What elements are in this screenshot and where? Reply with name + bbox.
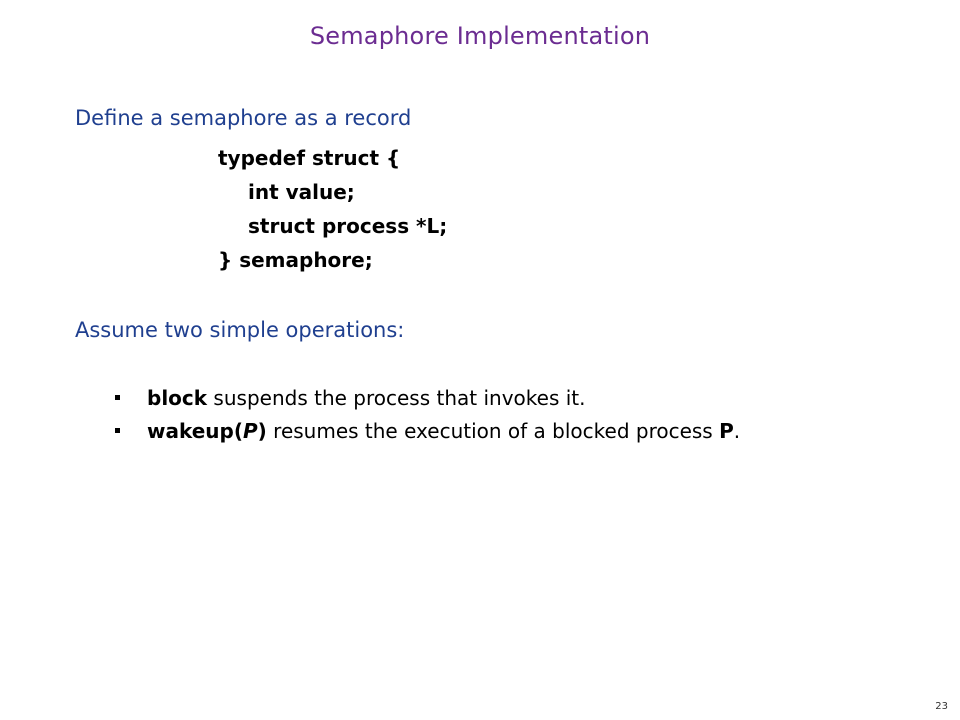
term-wakeup-close: ) [257, 419, 267, 443]
code-line-2: int value; [248, 180, 355, 204]
page-number: 23 [935, 701, 948, 712]
term-wakeup-arg: P [243, 419, 258, 443]
bullet-square-icon [115, 395, 120, 400]
bullet-item-block: block suspends the process that invokes … [115, 386, 585, 410]
bullet-item-wakeup: wakeup(P) resumes the execution of a blo… [115, 419, 740, 443]
slide-title: Semaphore Implementation [309, 22, 651, 50]
term-wakeup: wakeup( [147, 419, 243, 443]
code-line-3: struct process *L; [248, 214, 448, 238]
term-block: block [147, 386, 208, 410]
bullet-text: suspends the process that invokes it. [207, 386, 586, 410]
bullet-period: . [733, 419, 741, 443]
process-p: P [719, 419, 734, 443]
code-line-4: } semaphore; [218, 248, 373, 272]
bullet-text: resumes the execution of a blocked proce… [266, 419, 720, 443]
intro-define: Define a semaphore as a record [75, 106, 412, 130]
bullet-square-icon [115, 428, 120, 433]
intro-assume: Assume two simple operations: [75, 318, 405, 342]
code-line-1: typedef struct { [218, 146, 401, 170]
